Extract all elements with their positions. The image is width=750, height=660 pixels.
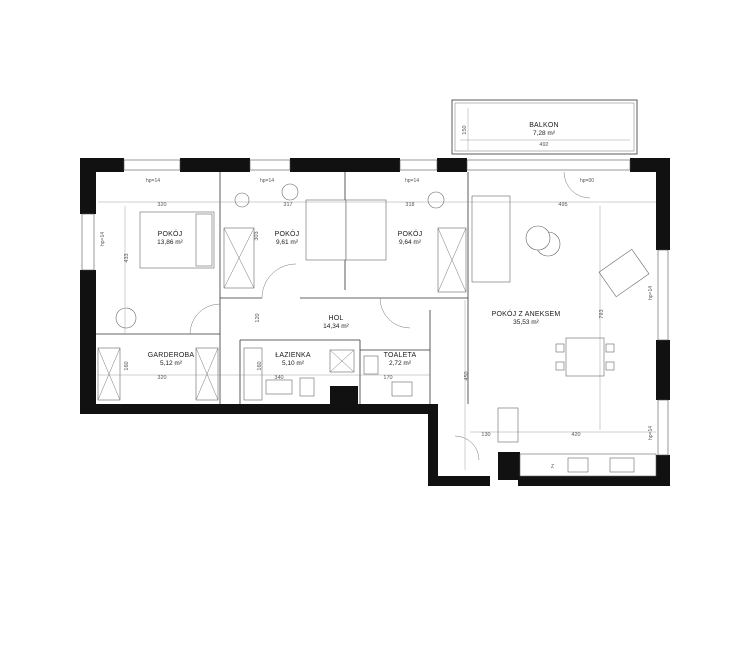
- balcony: [451, 99, 638, 155]
- dim-balkon-depth: 150: [462, 125, 468, 134]
- dim-kitchen-left: 130: [481, 432, 490, 438]
- dim-pokoj1-depth: 433: [124, 253, 130, 262]
- hp-note-1: hp=14: [146, 178, 160, 184]
- room-name-pokoj2: POKÓJ: [275, 229, 300, 238]
- furniture: [97, 183, 657, 477]
- room-name-pokoj3: POKÓJ: [398, 229, 423, 238]
- room-name-pokoj1: POKÓJ: [158, 229, 183, 238]
- dim-toaleta-width: 170: [383, 375, 392, 381]
- fridge-mark: Z: [551, 464, 554, 470]
- dim-pokoj3-width: 318: [405, 202, 414, 208]
- dim-salon-width: 495: [558, 202, 567, 208]
- dim-lazienka-width: 340: [274, 375, 283, 381]
- room-name-lazienka: ŁAZIENKA: [275, 352, 311, 359]
- hp-note-4: hp=00: [580, 178, 594, 184]
- dim-hol-depth: 120: [255, 313, 261, 322]
- room-name-hol: HOL: [329, 315, 344, 322]
- dim-kitchen-width: 420: [571, 432, 580, 438]
- room-area-pokoj2: 9,61 m²: [276, 239, 299, 246]
- room-area-salon: 35,53 m²: [513, 319, 539, 326]
- dim-lazienka-depth: 160: [257, 361, 263, 370]
- room-name-garderoba: GARDEROBA: [148, 352, 195, 359]
- windows: [81, 159, 669, 456]
- door-swings: [189, 171, 591, 461]
- room-area-balkon: 7,28 m²: [533, 130, 556, 137]
- dim-garderoba-depth: 160: [124, 361, 130, 370]
- exterior-walls: [80, 158, 670, 486]
- room-area-toaleta: 2,72 m²: [389, 360, 412, 367]
- dim-pokoj1-width: 320: [157, 202, 166, 208]
- dim-hol-lower: 450: [464, 371, 470, 380]
- room-name-toaleta: TOALETA: [384, 352, 417, 359]
- room-area-lazienka: 5,10 m²: [282, 360, 305, 367]
- hp-note-2: hp=14: [260, 178, 274, 184]
- hp-note-3: hp=14: [405, 178, 419, 184]
- dim-pokoj2-depth: 303: [254, 231, 260, 240]
- dimension-lines: [98, 201, 656, 470]
- dim-salon-depth: 793: [599, 309, 605, 318]
- room-labels: BALKON 7,28 m² POKÓJ 13,86 m² POKÓJ 9,61…: [148, 122, 561, 367]
- hp-note-5: hp=14: [100, 232, 106, 246]
- room-area-pokoj3: 9,64 m²: [399, 239, 422, 246]
- hp-note-6: hp=14: [648, 286, 654, 300]
- room-name-balkon: BALKON: [529, 122, 559, 129]
- hp-note-7: hp=14: [648, 426, 654, 440]
- dim-balkon-width: 492: [539, 142, 548, 148]
- dim-pokoj2-width: 317: [283, 202, 292, 208]
- dim-garderoba-width: 320: [157, 375, 166, 381]
- interior-walls: [96, 172, 469, 404]
- room-area-pokoj1: 13,86 m²: [157, 239, 183, 246]
- room-area-garderoba: 5,12 m²: [160, 360, 183, 367]
- dimension-labels: 492 150 320 433 317 303 318 495 793 320 …: [124, 125, 605, 438]
- room-area-hol: 14,34 m²: [323, 323, 349, 330]
- room-name-salon: POKÓJ Z ANEKSEM: [492, 309, 561, 318]
- window-height-notes: hp=14 hp=14 hp=14 hp=00 hp=14 hp=14 hp=1…: [100, 178, 654, 440]
